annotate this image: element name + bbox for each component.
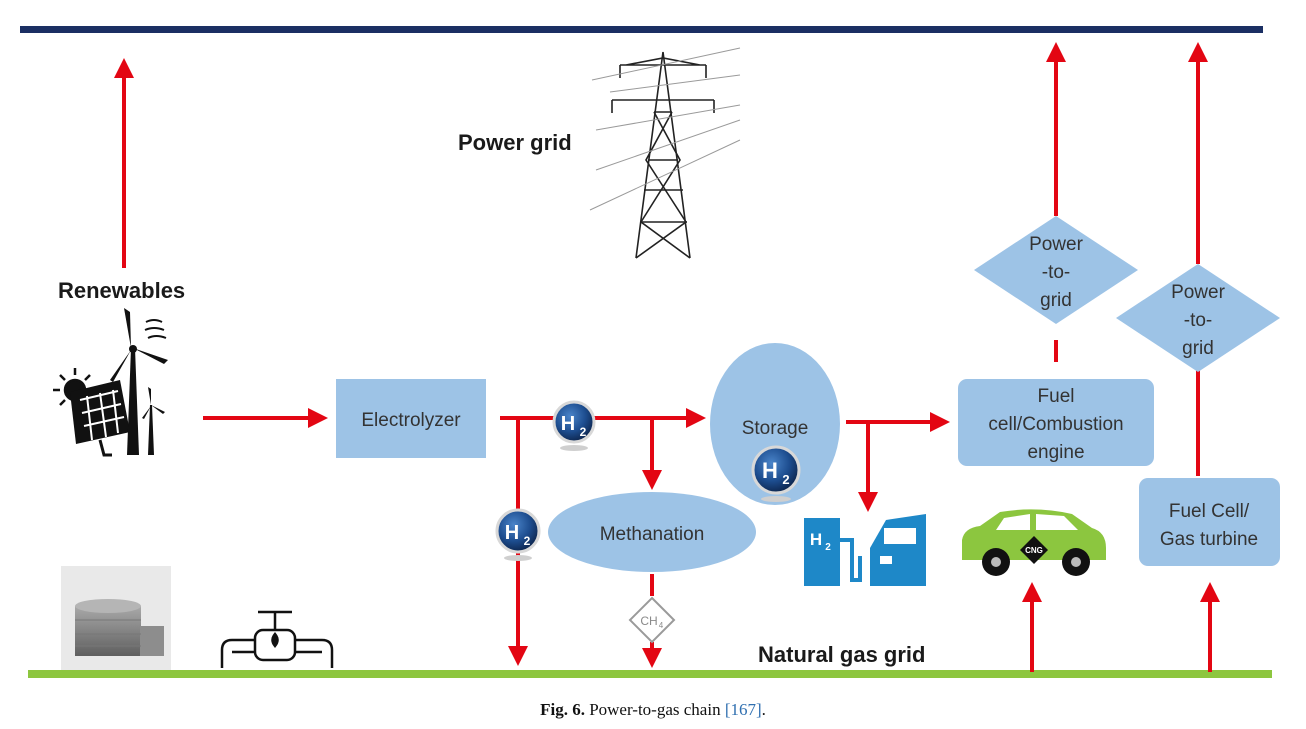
caption-suffix: . (761, 700, 766, 719)
cng-label: CNG (1025, 546, 1043, 555)
storage-ellipse: Storage (710, 343, 840, 505)
renewables-icon (53, 308, 168, 457)
natural-gas-grid-label: Natural gas grid (758, 642, 925, 667)
caption-text: Power-to-gas chain (584, 700, 725, 719)
fuel-cell-gas-turbine-label-1: Fuel Cell/ (1169, 501, 1250, 522)
power-to-grid-2-label-2: -to- (1184, 310, 1213, 331)
cng-car-icon: CNG (962, 509, 1106, 576)
power-to-grid-2-label-1: Power (1171, 282, 1226, 303)
h2-badge-2-sub: 2 (524, 534, 531, 548)
fuel-cell-combustion-box: Fuel cell/Combustion engine (958, 379, 1154, 466)
h2-badge-3-sub: 2 (782, 472, 789, 487)
h2-badge-icon-2: H 2 (495, 508, 541, 561)
ch4-badge-letter: CH (640, 614, 657, 628)
h2-badge-icon-3: H 2 (751, 445, 801, 502)
h2-badge-1-letter: H (561, 413, 575, 435)
fuel-cell-gas-turbine-label-2: Gas turbine (1160, 529, 1258, 550)
gas-storage-tank-icon (61, 566, 171, 670)
power-to-grid-1-label-2: -to- (1042, 262, 1071, 283)
electrolyzer-label: Electrolyzer (361, 410, 461, 431)
natural-gas-grid-line (28, 670, 1272, 678)
caption-reference-link[interactable]: [167] (724, 700, 762, 719)
h2-badge-2-letter: H (505, 522, 519, 544)
fuel-cell-combustion-label-1: Fuel (1038, 386, 1075, 407)
figure-caption: Fig. 6. Power-to-gas chain [167]. (0, 700, 1306, 720)
h2-fuel-station-icon: H 2 (804, 514, 926, 586)
gas-valve-pipe-icon (220, 610, 334, 668)
wind-turbine-icon (110, 308, 168, 455)
caption-figure-number: Fig. 6. (540, 700, 585, 719)
fuel-cell-combustion-label-2: cell/Combustion (988, 414, 1123, 435)
methanation-label: Methanation (600, 524, 705, 545)
h2-badge-icon-1: H 2 (552, 400, 596, 451)
h2-badge-1-sub: 2 (580, 425, 587, 439)
storage-label: Storage (742, 418, 809, 439)
fuel-cell-gas-turbine-box: Fuel Cell/ Gas turbine (1139, 478, 1280, 566)
power-to-grid-1-label-3: grid (1040, 290, 1072, 311)
methanation-ellipse: Methanation (548, 492, 756, 572)
ch4-badge-icon: CH 4 (628, 596, 676, 644)
fuel-cell-combustion-label-3: engine (1027, 442, 1084, 463)
solar-panel-icon (70, 380, 130, 457)
power-to-grid-1-label-1: Power (1029, 234, 1084, 255)
ch4-badge-sub: 4 (659, 621, 664, 630)
electrolyzer-box: Electrolyzer (336, 379, 486, 458)
power-to-grid-diamond-2: Power -to- grid (1116, 264, 1280, 372)
power-pylon-icon (589, 47, 741, 259)
flow-arrows (114, 42, 1220, 672)
power-to-grid-diamond-1: Power -to- grid (974, 216, 1138, 324)
h2-station-sub: 2 (825, 542, 831, 553)
h2-badge-3-letter: H (762, 458, 778, 483)
power-to-grid-2-label-3: grid (1182, 338, 1214, 359)
renewables-label: Renewables (58, 278, 185, 303)
power-grid-label: Power grid (458, 130, 572, 155)
h2-station-letter: H (810, 530, 822, 549)
power-grid-line (20, 26, 1263, 33)
